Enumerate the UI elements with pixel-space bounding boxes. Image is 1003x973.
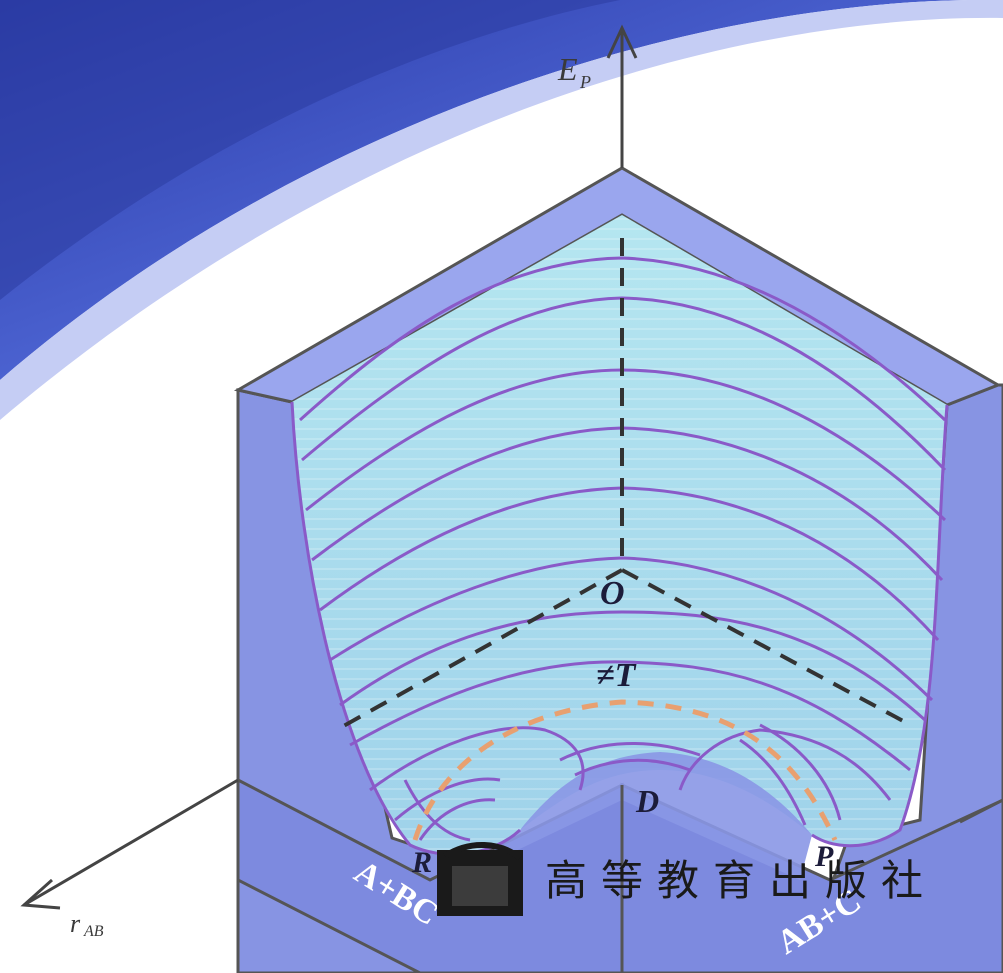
distance-axis-label: r	[70, 909, 81, 938]
right-valley-label: P	[814, 840, 834, 873]
energy-axis-label: E	[557, 51, 578, 87]
transition-state-label: ≠T	[596, 657, 637, 694]
publisher-name: 高等教育出版社	[545, 856, 937, 905]
cube-front-left-face	[236, 777, 624, 973]
distance-axis	[20, 778, 239, 910]
energy-axis	[606, 24, 638, 168]
background-bands	[0, 0, 1003, 420]
front-point-label: D	[635, 783, 659, 819]
reaction-path	[412, 699, 838, 842]
energy-axis-subscript: P	[579, 72, 591, 92]
dashed-axes	[339, 238, 906, 730]
saddle-dome	[455, 752, 812, 880]
left-valley-label: R	[411, 846, 432, 879]
publisher-logo	[437, 842, 523, 916]
origin-label: O	[600, 575, 625, 612]
distance-axis-subscript: AB	[83, 923, 104, 940]
